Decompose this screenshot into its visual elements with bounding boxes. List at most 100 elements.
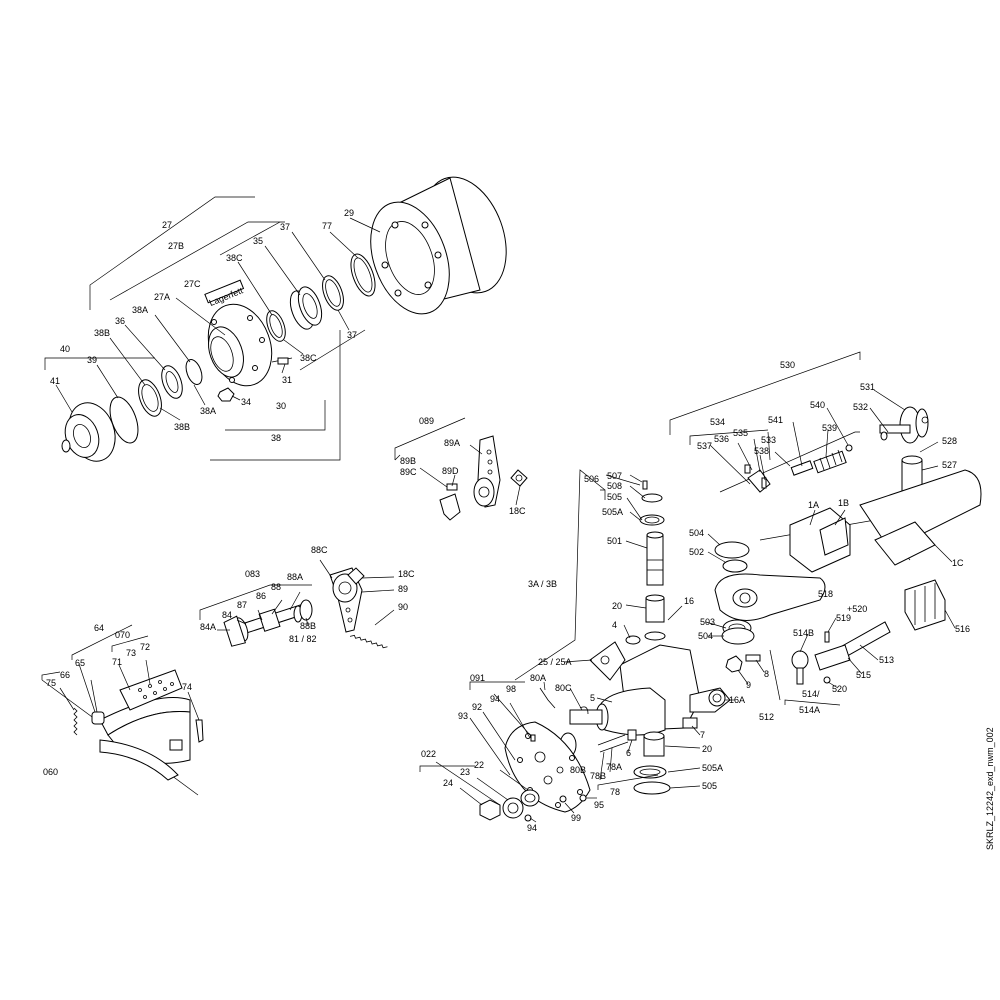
label-24: 24 (443, 778, 453, 788)
label-89: 89 (398, 584, 408, 594)
hub-assembly-group (44, 176, 507, 462)
label-022: 022 (421, 749, 436, 759)
label-27B: 27B (168, 241, 184, 251)
label-37-b: 37 (347, 330, 357, 340)
label-18C-a: 18C (509, 506, 526, 516)
label-84A: 84A (200, 622, 216, 632)
label-516: 516 (955, 624, 970, 634)
label-88A: 88A (287, 572, 303, 582)
label-27C: 27C (184, 279, 201, 289)
label-531: 531 (860, 382, 875, 392)
label-7: 7 (700, 730, 705, 740)
label-536: 536 (714, 434, 729, 444)
label-36: 36 (115, 316, 125, 326)
label-98: 98 (506, 684, 516, 694)
label-84: 84 (222, 610, 232, 620)
label-88: 88 (271, 582, 281, 592)
label-9: 9 (746, 680, 751, 690)
label-514A: 514A (799, 705, 820, 715)
label-93: 93 (458, 711, 468, 721)
slack-adjuster-089-group (394, 417, 528, 521)
label-091: 091 (470, 673, 485, 683)
label-538: 538 (754, 446, 769, 456)
label-38B: 38B (94, 328, 110, 338)
label-92: 92 (472, 702, 482, 712)
bearing-part (289, 286, 323, 330)
label-070: 070 (115, 630, 130, 640)
label-71: 71 (112, 657, 122, 667)
label-23: 23 (460, 767, 470, 777)
label-541: 541 (768, 415, 783, 425)
label-505A-b: 505A (702, 763, 723, 773)
knuckle-body-part (569, 644, 731, 736)
label-80C: 80C (555, 683, 572, 693)
steering-assembly-group (600, 351, 982, 706)
label-38C-b: 38C (300, 353, 317, 363)
label-27A: 27A (154, 292, 170, 302)
label-89D: 89D (442, 466, 459, 476)
callout-labels: 27 27B 27C Lagerfett 27A 29 77 37 35 38C… (43, 208, 970, 833)
label-537: 537 (697, 441, 712, 451)
label-533: 533 (761, 435, 776, 445)
label-39: 39 (87, 355, 97, 365)
label-1A: 1A (808, 500, 819, 510)
label-35: 35 (253, 236, 263, 246)
label-22: 22 (474, 760, 484, 770)
label-540: 540 (810, 400, 825, 410)
label-18C-b: 18C (398, 569, 415, 579)
label-38B-b: 38B (174, 422, 190, 432)
label-78A: 78A (606, 762, 622, 772)
label-95: 95 (594, 800, 604, 810)
label-31: 31 (282, 375, 292, 385)
label-501: 501 (607, 536, 622, 546)
label-89C: 89C (400, 467, 417, 477)
camshaft-083-group (199, 559, 395, 649)
label-532: 532 (853, 402, 868, 412)
label-535: 535 (733, 428, 748, 438)
label-16: 16 (684, 596, 694, 606)
label-38A-b: 38A (200, 406, 216, 416)
label-504: 504 (689, 528, 704, 538)
label-38: 38 (271, 433, 281, 443)
label-515: 515 (856, 670, 871, 680)
label-65: 65 (75, 658, 85, 668)
label-505: 505 (607, 492, 622, 502)
label-505A: 505A (602, 507, 623, 517)
wheel-hub-part (207, 303, 273, 387)
label-38C: 38C (226, 253, 243, 263)
label-520: 520 (832, 684, 847, 694)
label-27: 27 (162, 220, 172, 230)
label-30: 30 (276, 401, 286, 411)
label-530: 530 (780, 360, 795, 370)
label-89B: 89B (400, 456, 416, 466)
label-38A: 38A (132, 305, 148, 315)
label-41: 41 (50, 376, 60, 386)
drawing-id-label: SKRLZ_12242_exd_nwm_002 (985, 727, 995, 850)
label-94: 94 (490, 694, 500, 704)
label-527: 527 (942, 460, 957, 470)
label-34: 34 (241, 397, 251, 407)
label-40: 40 (60, 344, 70, 354)
label-80B: 80B (570, 765, 586, 775)
label-64: 64 (94, 623, 104, 633)
label-89A: 89A (444, 438, 460, 448)
brake-drum-part (370, 176, 507, 315)
label-29: 29 (344, 208, 354, 218)
hub-cap-part (61, 402, 116, 462)
label-88B: 88B (300, 621, 316, 631)
label-87: 87 (237, 600, 247, 610)
label-513: 513 (879, 655, 894, 665)
label-plus-520: +520 (847, 604, 867, 614)
label-528: 528 (942, 436, 957, 446)
label-99: 99 (571, 813, 581, 823)
label-514-slash: 514/ (802, 689, 820, 699)
label-3A-3B: 3A / 3B (528, 579, 557, 589)
label-78: 78 (610, 787, 620, 797)
label-519: 519 (836, 613, 851, 623)
label-66: 66 (60, 670, 70, 680)
label-74: 74 (182, 682, 192, 692)
label-534: 534 (710, 417, 725, 427)
label-1B: 1B (838, 498, 849, 508)
